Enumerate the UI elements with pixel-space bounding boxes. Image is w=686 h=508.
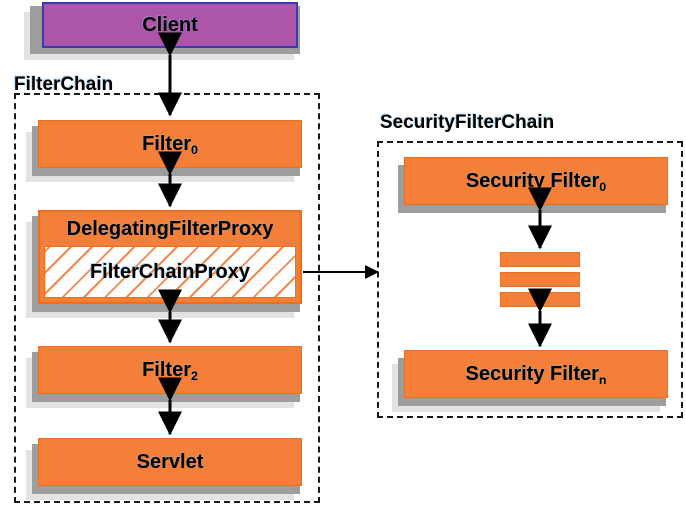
security-filtern-label: Security Filtern xyxy=(465,363,607,387)
ellipsis-bar-2 xyxy=(500,272,580,287)
delegating-filter-proxy-box[interactable]: DelegatingFilterProxy FilterChainProxy xyxy=(38,210,302,304)
client-label: Client xyxy=(142,14,198,36)
filter2-label-sub: 2 xyxy=(191,368,198,383)
delegating-filter-proxy-title: DelegatingFilterProxy xyxy=(40,212,300,246)
filter0-label-text: Filter xyxy=(142,133,191,155)
filter2-label: Filter2 xyxy=(142,359,198,383)
filter-chain-proxy-box[interactable]: FilterChainProxy xyxy=(44,246,296,298)
security-filter0-box[interactable]: Security Filter0 xyxy=(404,157,668,205)
filter2-label-text: Filter xyxy=(142,359,191,381)
securityfilterchain-group-box xyxy=(377,141,683,418)
servlet-label: Servlet xyxy=(136,451,204,473)
delegating-filter-proxy-label: DelegatingFilterProxy xyxy=(66,217,274,240)
security-filtern-label-sub: n xyxy=(598,372,607,387)
filter0-box[interactable]: Filter0 xyxy=(38,120,302,168)
client-box[interactable]: Client xyxy=(42,2,298,48)
security-filter0-label-sub: 0 xyxy=(599,179,607,194)
filter0-label: Filter0 xyxy=(142,133,198,157)
servlet-box[interactable]: Servlet xyxy=(38,438,302,486)
security-filter0-label: Security Filter0 xyxy=(465,170,607,194)
filter-chain-proxy-label: FilterChainProxy xyxy=(89,260,251,283)
security-filtern-label-text: Security Filter xyxy=(465,363,599,385)
ellipsis-bar-3 xyxy=(500,292,580,307)
securityfilterchain-group-label: SecurityFilterChain xyxy=(380,112,555,133)
security-filtern-box[interactable]: Security Filtern xyxy=(404,350,668,398)
filterchain-group-label: FilterChain xyxy=(14,74,114,95)
filter2-box[interactable]: Filter2 xyxy=(38,346,302,394)
ellipsis-bar-1 xyxy=(500,252,580,267)
filter0-label-sub: 0 xyxy=(191,142,198,157)
security-filter0-label-text: Security Filter xyxy=(465,170,600,192)
